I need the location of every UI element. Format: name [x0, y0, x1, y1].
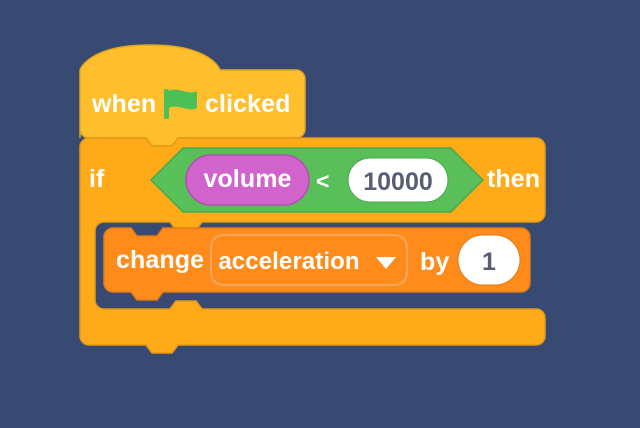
block-change-variable-by[interactable]: [103, 227, 531, 301]
chevron-down-icon[interactable]: [376, 257, 396, 269]
number-input-10000[interactable]: [347, 157, 449, 203]
variable-dropdown-field[interactable]: [210, 234, 408, 286]
block-less-than[interactable]: [149, 147, 485, 213]
variable-reporter-volume[interactable]: [185, 154, 310, 206]
amount-input-1[interactable]: [457, 234, 521, 286]
block-if-then[interactable]: [79, 137, 546, 354]
green-flag-icon: [164, 89, 197, 119]
block-when-flag-clicked[interactable]: [79, 44, 306, 147]
